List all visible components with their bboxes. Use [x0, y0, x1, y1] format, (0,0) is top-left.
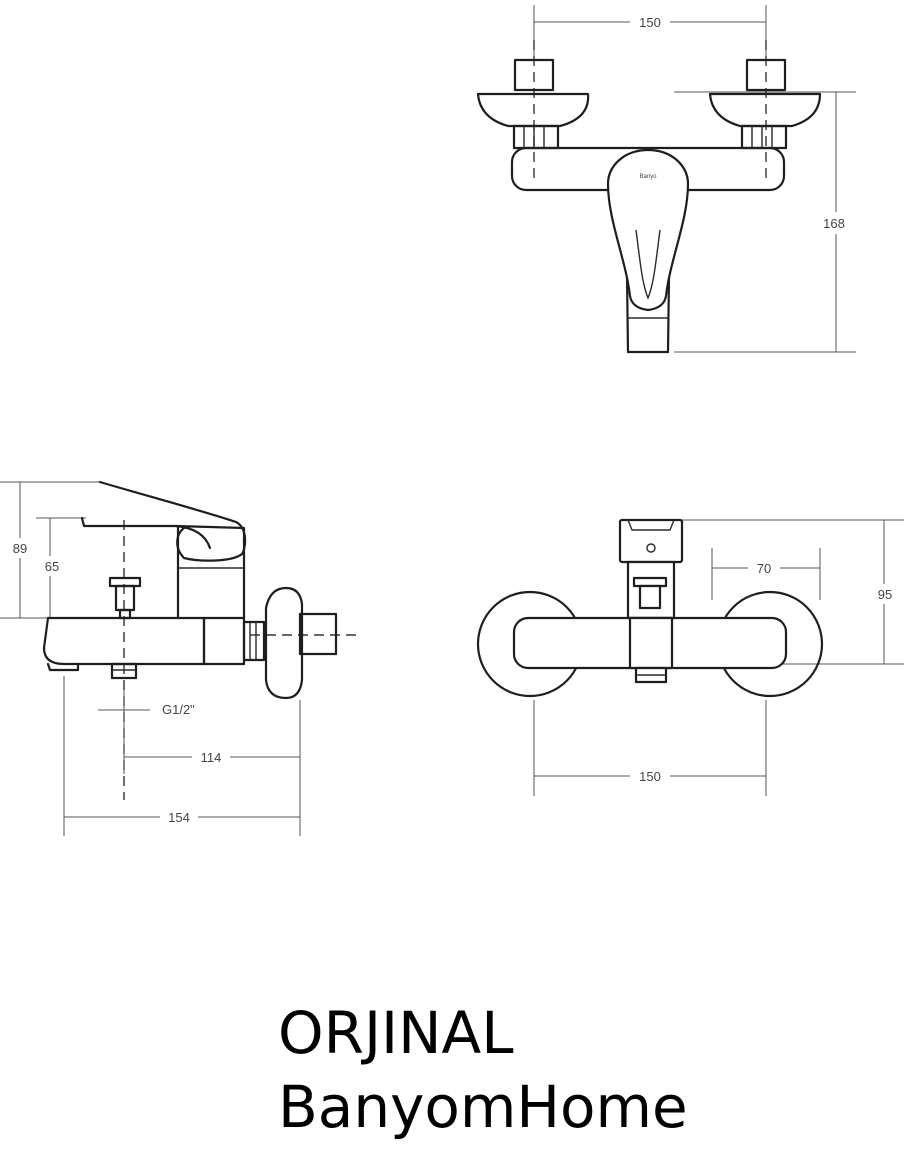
- brand-mark: Banyo: [639, 174, 657, 180]
- top-width-dimension: 150: [639, 15, 661, 30]
- thread-size-label: G1/2": [162, 702, 195, 717]
- front-center-width-dimension: 70: [757, 561, 771, 576]
- footer-line-1: ORJINAL: [278, 999, 514, 1067]
- front-height-dimension: 95: [878, 587, 892, 602]
- top-view: Banyo 150 168: [476, 5, 856, 354]
- side-inner-depth-dimension: 114: [201, 750, 222, 765]
- top-height-dimension: 168: [823, 216, 845, 231]
- front-view: 95 70 150: [476, 518, 904, 796]
- side-overall-height-dimension: 89: [13, 541, 27, 556]
- footer-line-2: BanyomHome: [278, 1073, 688, 1141]
- front-width-dimension: 150: [639, 769, 661, 784]
- side-outer-depth-dimension: 154: [168, 810, 190, 825]
- side-view: 89 65 G1/2" 114 154: [0, 480, 360, 836]
- footer-caption: ORJINAL BanyomHome: [278, 996, 688, 1144]
- side-body-height-dimension: 65: [45, 559, 59, 574]
